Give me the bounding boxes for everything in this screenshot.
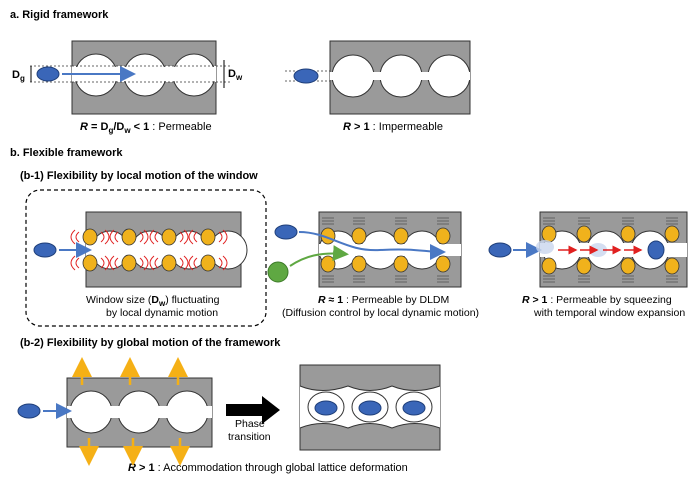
rigid-framework-left bbox=[71, 40, 217, 115]
blue-diffusion-arrow bbox=[298, 231, 446, 260]
section-a-title: a. Rigid framework bbox=[10, 9, 109, 21]
green-diffusion-arrow bbox=[289, 245, 349, 267]
expansion-arrows bbox=[72, 357, 190, 466]
window-nodes-right bbox=[541, 225, 680, 275]
rigid-permeable-caption: R = Dg/Dw < 1 : Permeable bbox=[80, 121, 212, 136]
accommodated-molecule bbox=[358, 400, 382, 416]
guest-molecule-b2 bbox=[17, 403, 41, 419]
b2-title: (b-2) Flexibility by global motion of th… bbox=[20, 337, 281, 349]
green-molecule bbox=[267, 261, 289, 283]
guest-molecule-mid bbox=[274, 224, 298, 240]
window-nodes-left bbox=[82, 228, 216, 272]
b1-left-caption-line2: by local dynamic motion bbox=[106, 307, 219, 319]
phase-transition-arrow bbox=[226, 396, 280, 424]
guest-molecule bbox=[36, 66, 60, 82]
framework-b2-before bbox=[66, 377, 213, 448]
section-b-title: b. Flexible framework bbox=[10, 147, 123, 159]
b1-mid-caption-line1: R ≈ 1 : Permeable by DLDM bbox=[318, 294, 450, 306]
vibration-lines-mid bbox=[322, 217, 449, 283]
highlight-box bbox=[25, 189, 267, 327]
b1-right-caption-line1: R > 1 : Permeable by squeezing bbox=[522, 294, 672, 306]
b1-right-caption-line2: with temporal window expansion bbox=[534, 307, 686, 319]
b1-mid-caption-line2: (Diffusion control by local dynamic moti… bbox=[282, 307, 480, 319]
accommodated-molecule bbox=[314, 400, 338, 416]
flexible-framework-b1-left bbox=[85, 211, 248, 288]
vibration-lines-right bbox=[543, 217, 678, 283]
squeezed-molecule bbox=[647, 240, 665, 260]
rigid-impermeable-caption: R > 1 : Impermeable bbox=[343, 121, 443, 133]
b2-caption: R > 1 : Accommodation through global lat… bbox=[128, 462, 408, 474]
vibration-marks bbox=[70, 229, 228, 271]
accommodated-molecule bbox=[402, 400, 426, 416]
phase-label-1: Phase bbox=[235, 418, 265, 430]
dw-label: Dw bbox=[228, 68, 243, 83]
rigid-framework-right bbox=[329, 40, 471, 115]
ghost-molecule bbox=[536, 240, 554, 254]
b1-left-caption-line1: Window size (Dw) fluctuating bbox=[86, 294, 220, 309]
guest-molecule-right bbox=[488, 242, 512, 258]
b1-title: (b-1) Flexibility by local motion of the… bbox=[20, 170, 258, 182]
phase-label-2: transition bbox=[228, 431, 271, 443]
dg-label: Dg bbox=[12, 69, 25, 84]
guest-molecule-b1 bbox=[33, 242, 57, 258]
blocked-molecule bbox=[293, 68, 319, 84]
